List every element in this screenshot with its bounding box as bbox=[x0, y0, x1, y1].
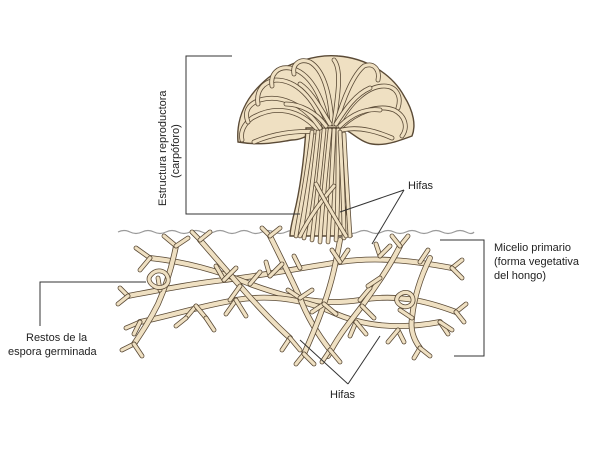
stipe-hypha-5 bbox=[334, 128, 340, 242]
cap-hypha-12 bbox=[334, 86, 372, 126]
mycelium-hypha-25 bbox=[224, 298, 238, 316]
mycelium-hypha-44 bbox=[378, 244, 392, 258]
mycelium-hypha-69 bbox=[354, 320, 368, 336]
mycelium-hypha-20 bbox=[198, 230, 212, 242]
cap-hypha-2 bbox=[256, 78, 326, 128]
mycelium-hypha-59 bbox=[184, 304, 198, 320]
micelio-label-line1: Micelio primario bbox=[494, 242, 571, 254]
mycelium-hypha-21 bbox=[214, 264, 226, 282]
mycelium-hypha-10 bbox=[138, 256, 152, 272]
mycelium-hypha-34 bbox=[302, 352, 316, 366]
mycelium-hypha-56 bbox=[398, 308, 414, 320]
mycelium-hypha-71 bbox=[395, 290, 415, 309]
leader-lines bbox=[39, 55, 485, 385]
mycelium-hypha-31 bbox=[286, 288, 302, 300]
hifas-top-label: Hifas bbox=[408, 180, 434, 192]
cap-hypha-14 bbox=[338, 108, 382, 128]
stipe-hypha-3 bbox=[318, 128, 332, 244]
mycelium-hypha-30 bbox=[288, 336, 302, 352]
mycelium-hypha-60 bbox=[194, 304, 208, 320]
mycelium-hypha-23 bbox=[228, 284, 242, 302]
cap-hypha-0 bbox=[239, 108, 320, 142]
mycelium-hypha-53 bbox=[438, 320, 454, 332]
stipe-hypha-9 bbox=[314, 182, 348, 238]
cap-hypha-6 bbox=[334, 63, 380, 126]
hifas-bottom-leader-2 bbox=[347, 335, 381, 385]
mycelium-hypha-38 bbox=[322, 302, 338, 316]
mycelium-hypha-32 bbox=[298, 288, 314, 300]
reproductive-label-line2: (carpóforo) bbox=[170, 124, 182, 178]
micelio-bracket bbox=[440, 239, 485, 357]
mycelium-hypha-37 bbox=[310, 302, 326, 314]
stipe-hypha-0 bbox=[294, 130, 314, 238]
mycelium-hypha-70 bbox=[147, 269, 170, 290]
mycelium-hypha-2 bbox=[137, 295, 443, 329]
reproductive-label-line1: Estructura reproductora bbox=[157, 90, 169, 206]
mycelium-hypha-55 bbox=[418, 346, 432, 358]
mycelium-hypha-28 bbox=[268, 226, 282, 238]
reproductive-bracket bbox=[185, 55, 300, 215]
cap-hypha-4 bbox=[292, 59, 334, 126]
reproductive-label: Estructura reproductora (carpóforo) bbox=[157, 90, 182, 206]
carpophore-mushroom bbox=[237, 55, 415, 245]
cap-hypha-9 bbox=[340, 127, 394, 140]
restos-label-line1: Restos de la bbox=[26, 332, 88, 344]
mycelium-hypha-61 bbox=[174, 316, 188, 328]
mycelium-hypha-46 bbox=[390, 234, 402, 248]
mycelium-hypha-18 bbox=[132, 342, 144, 358]
mycelium-hypha-14 bbox=[116, 294, 130, 306]
mycelium-hypha-12 bbox=[174, 236, 190, 248]
mycelium-hypha-11 bbox=[162, 234, 178, 248]
mycelium-hypha-62 bbox=[204, 316, 216, 332]
cap-hypha-3 bbox=[270, 66, 330, 126]
cap-hypha-5 bbox=[332, 58, 341, 126]
mycelium-hypha-8 bbox=[131, 243, 179, 347]
cap-hypha-1 bbox=[244, 96, 322, 130]
mycelium-hypha-36 bbox=[328, 348, 342, 364]
mycelium-hypha-40 bbox=[330, 248, 342, 264]
cap-hypha-13 bbox=[284, 102, 328, 128]
stipe-hypha-8 bbox=[298, 184, 336, 238]
mycelium-hypha-65 bbox=[268, 262, 284, 278]
stipe-hypha-6 bbox=[338, 130, 346, 240]
stipe-hyphae-strands bbox=[293, 127, 353, 245]
hifas-top-leader-2 bbox=[371, 189, 405, 245]
mycelium-hypha-67 bbox=[366, 276, 382, 288]
mycelium-hypha-51 bbox=[454, 310, 466, 324]
restos-label-line2: espora germinada bbox=[8, 346, 98, 358]
micelio-label-line3: del hongo) bbox=[494, 270, 546, 282]
micelio-label-line2: (forma vegetativa bbox=[494, 256, 580, 268]
mycelium-hypha-24 bbox=[248, 270, 262, 286]
mycelium-hypha-41 bbox=[358, 286, 372, 302]
cap-hypha-11 bbox=[298, 82, 332, 126]
restos-leader bbox=[39, 281, 146, 326]
hifas-bottom-label: Hifas bbox=[330, 389, 356, 401]
mycelium-hypha-9 bbox=[134, 246, 152, 260]
stipe-hypha-7 bbox=[342, 132, 352, 238]
mycelium-hypha-26 bbox=[234, 298, 248, 318]
mycelium-hypha-47 bbox=[418, 248, 430, 264]
mycelium-hypha-58 bbox=[386, 328, 400, 344]
mycelium-hypha-66 bbox=[292, 254, 302, 270]
hifas-bottom-leader-1 bbox=[299, 339, 349, 385]
mycelium-hypha-49 bbox=[450, 266, 464, 280]
mycelium-hypha-22 bbox=[222, 266, 238, 282]
mycelium-hypha-16 bbox=[132, 320, 142, 336]
hifas-top-leader-1 bbox=[339, 189, 405, 213]
mycelium-hypha-42 bbox=[360, 304, 376, 320]
primary-mycelium bbox=[115, 225, 469, 367]
